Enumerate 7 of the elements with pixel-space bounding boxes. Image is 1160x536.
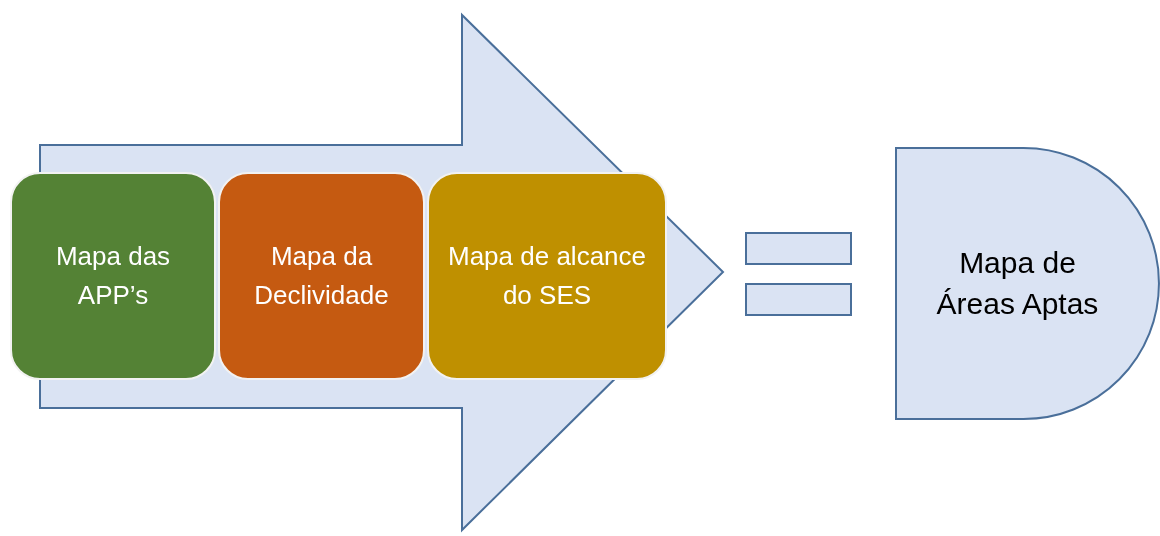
block-arrow [10,14,725,532]
map-box: Mapa da Declividade [218,172,425,380]
equals-bar [745,283,852,316]
equals-bar [745,232,852,265]
map-box: Mapa das APP’s [10,172,216,380]
map-box: Mapa de alcance do SES [427,172,667,380]
result-box: Mapa de Áreas Aptas [895,147,1160,420]
